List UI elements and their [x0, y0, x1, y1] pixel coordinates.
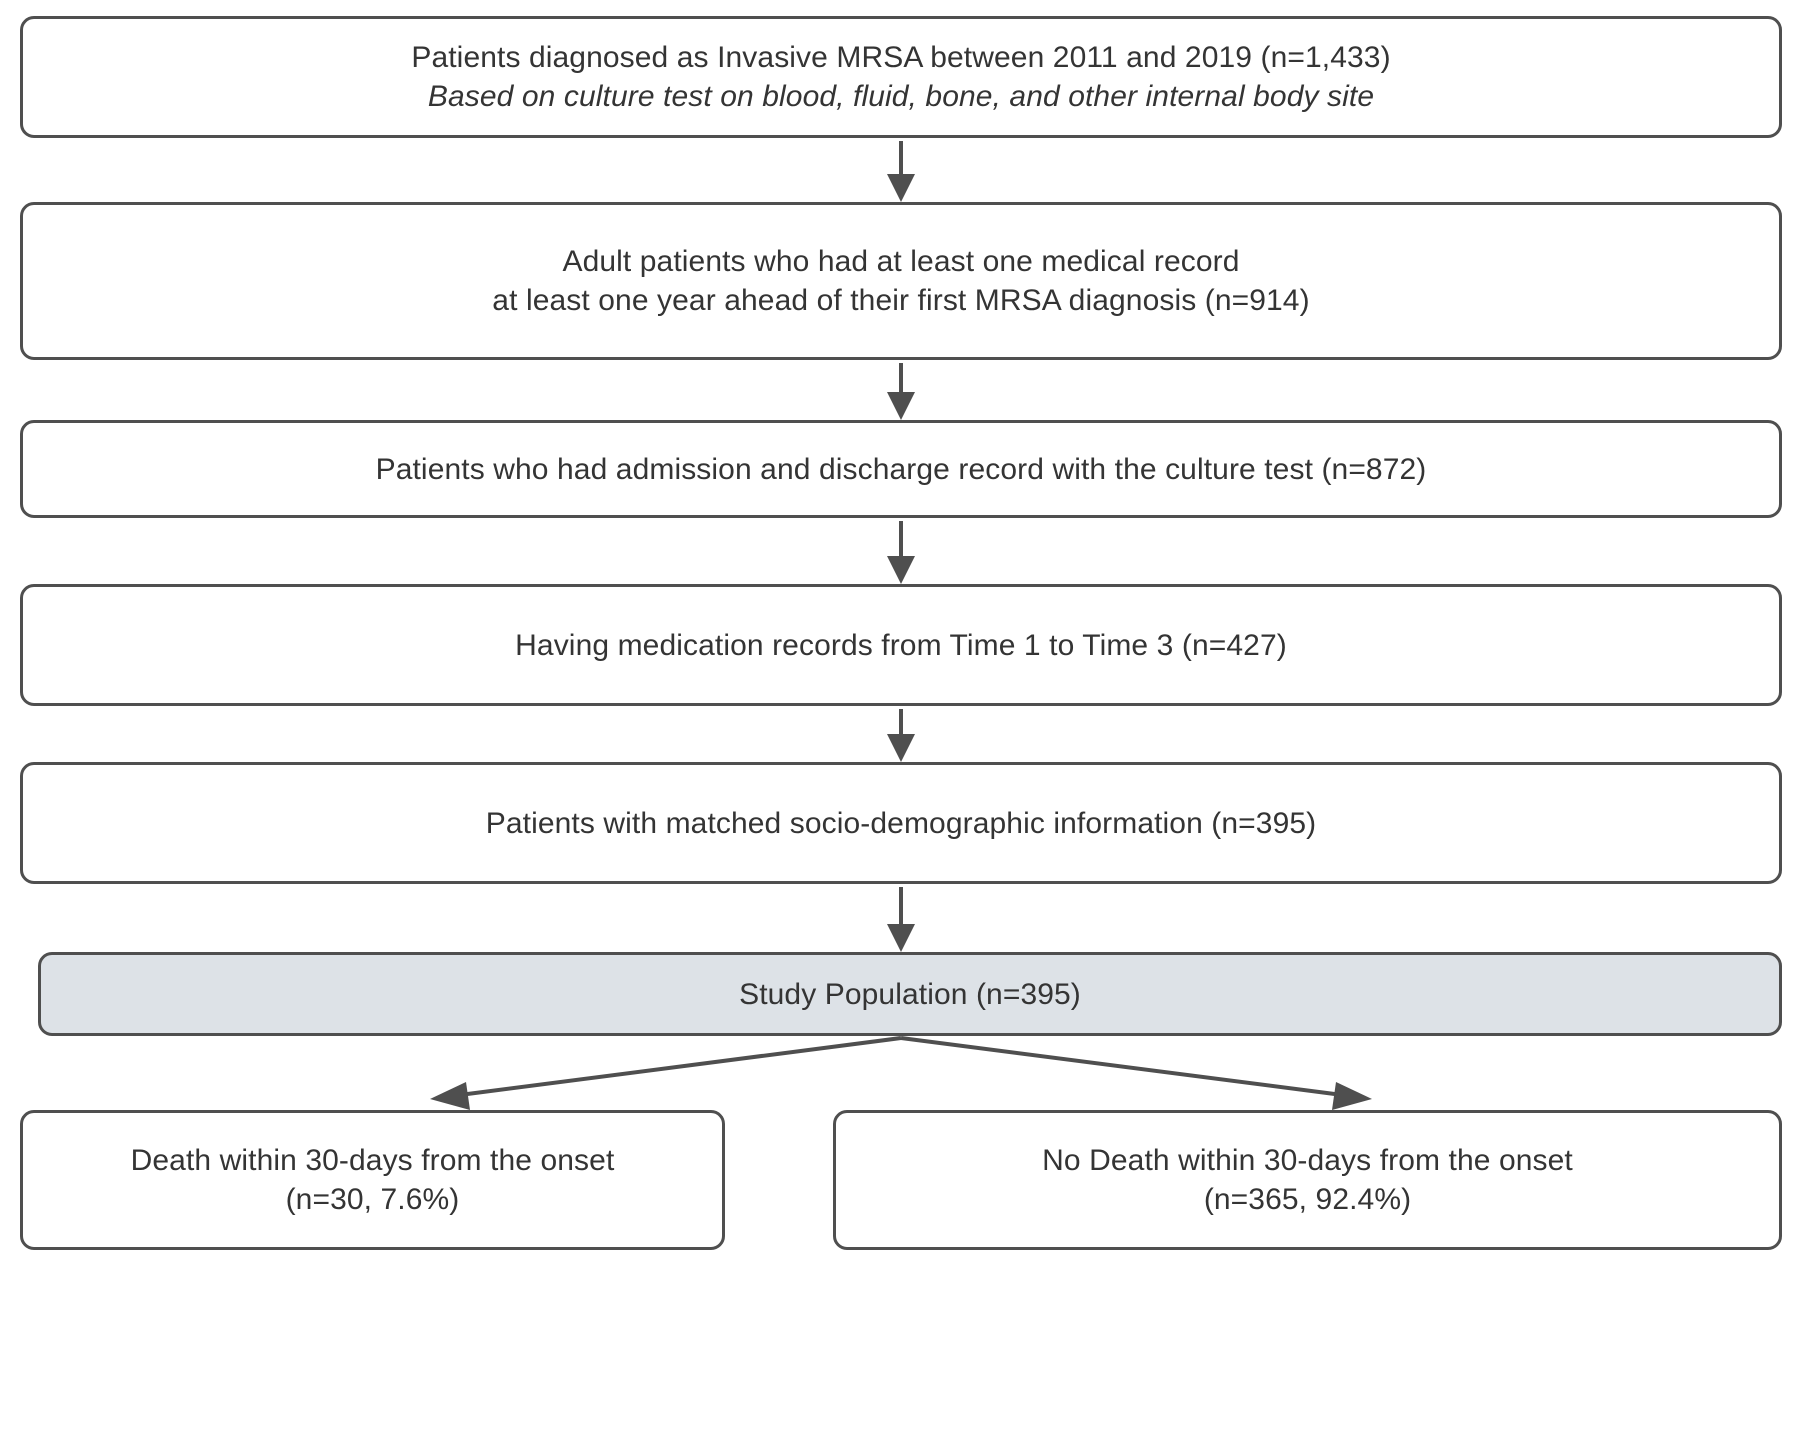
flow-node-adult-with-prior-record: Adult patients who had at least one medi…	[20, 202, 1782, 360]
flow-node-death-30-days: Death within 30-days from the onset (n=3…	[20, 1110, 725, 1250]
arrow-admission-to-medication	[887, 521, 915, 584]
flow-node-medication-records: Having medication records from Time 1 to…	[20, 584, 1782, 706]
arrow-adult-to-admission	[887, 363, 915, 420]
flow-node-admission-discharge-record: Patients who had admission and discharge…	[20, 420, 1782, 518]
node-line-primary: Patients with matched socio-demographic …	[485, 806, 1317, 840]
flow-node-matched-sociodemographic: Patients with matched socio-demographic …	[20, 762, 1782, 884]
node-line-primary: Patients diagnosed as Invasive MRSA betw…	[411, 41, 1391, 74]
flow-node-no-death-30-days: No Death within 30-days from the onset (…	[833, 1110, 1782, 1250]
arrow-medication-to-sociodemographic	[887, 709, 915, 762]
outcome-line-count: (n=30, 7.6%)	[285, 1183, 460, 1216]
node-line-primary: Adult patients who had at least one medi…	[562, 245, 1240, 278]
outcome-line-primary: Death within 30-days from the onset	[130, 1144, 615, 1177]
flow-node-enrollment: Patients diagnosed as Invasive MRSA betw…	[20, 16, 1782, 138]
node-line-primary: Study Population (n=395)	[739, 977, 1081, 1011]
arrow-enrollment-to-adult	[887, 141, 915, 202]
arrow-study-population-to-death	[430, 1036, 902, 1110]
outcome-line-primary: No Death within 30-days from the onset	[1042, 1144, 1573, 1177]
node-line-primary: Having medication records from Time 1 to…	[515, 628, 1287, 662]
arrow-sociodemographic-to-study-population	[887, 887, 915, 952]
outcome-line-count: (n=365, 92.4%)	[1203, 1183, 1412, 1216]
arrow-study-population-to-no-death	[900, 1036, 1372, 1110]
node-line-secondary: Based on culture test on blood, fluid, b…	[427, 80, 1375, 113]
node-line-secondary: at least one year ahead of their first M…	[492, 284, 1310, 317]
node-line-primary: Patients who had admission and discharge…	[375, 452, 1427, 486]
flow-node-study-population: Study Population (n=395)	[38, 952, 1782, 1036]
